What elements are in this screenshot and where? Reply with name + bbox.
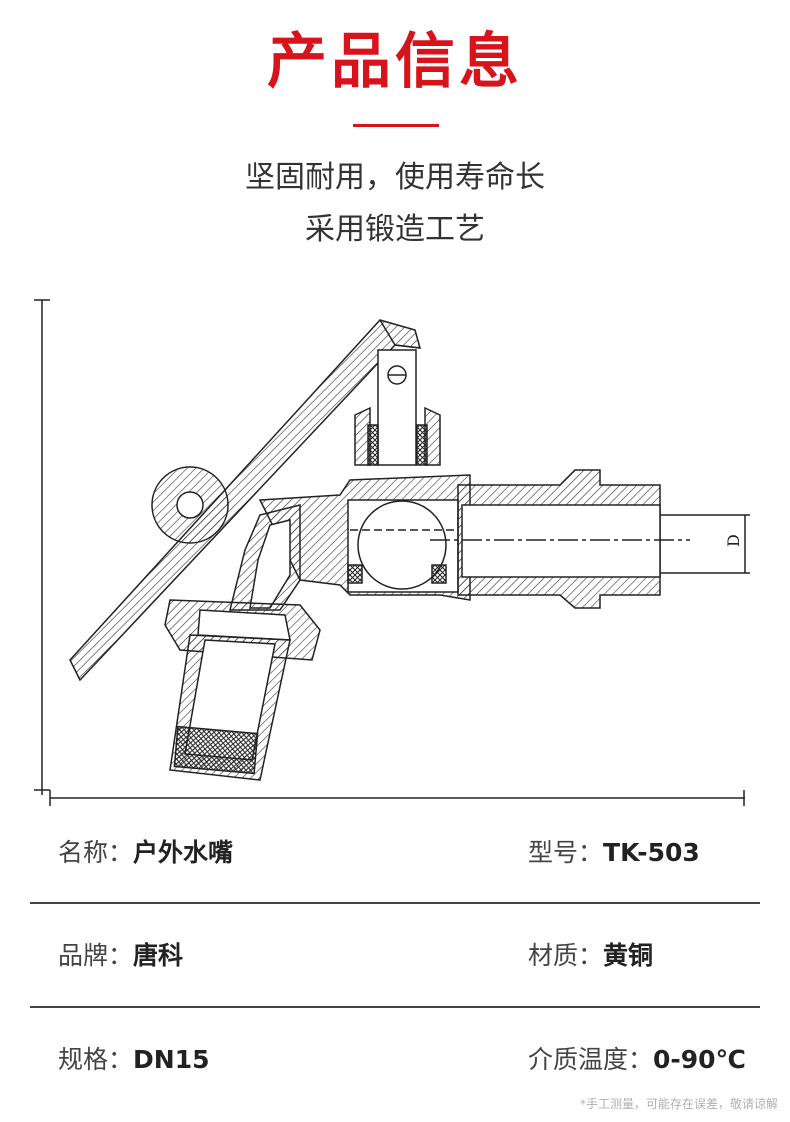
spec-brand: 品牌：唐科 [58,926,183,986]
spec-name-value: 户外水嘴 [133,838,234,867]
spec-temperature-value: 0-90℃ [653,1045,746,1074]
spec-material-label: 材质： [528,941,604,970]
spec-model-value: TK-503 [603,838,700,867]
divider-2 [30,1006,760,1008]
spec-material-value: 黄铜 [603,941,654,970]
spec-brand-value: 唐科 [133,941,184,970]
spec-row-1: 名称：户外水嘴 型号：TK-503 [30,823,760,883]
spec-model: 型号：TK-503 [528,823,700,883]
spec-size-value: DN15 [133,1045,210,1074]
spec-temperature: 介质温度：0-90℃ [528,1030,746,1090]
divider-1 [30,902,760,904]
subtitle-line-1: 坚固耐用，使用寿命长 [245,160,545,195]
spec-temperature-label: 介质温度： [528,1045,654,1074]
spec-material: 材质：黄铜 [528,926,653,986]
spec-brand-label: 品牌： [58,941,134,970]
title-underline [353,124,439,127]
footnote: *手工测量，可能存在误差，敬请谅解 [579,1097,778,1111]
dimension-d-label: D [724,534,743,547]
page-title: 产品信息 [267,27,523,97]
technical-drawing: D [34,299,750,806]
spec-row-3: 规格：DN15 介质温度：0-90℃ [30,1030,760,1090]
spec-name: 名称：户外水嘴 [58,823,233,883]
ball [357,500,447,590]
stem [377,349,417,466]
spec-name-label: 名称： [58,838,134,867]
spec-model-label: 型号： [528,838,604,867]
spec-size-label: 规格： [58,1045,134,1074]
spec-size: 规格：DN15 [58,1030,209,1090]
subtitle-line-2: 采用锻造工艺 [305,212,485,247]
spec-row-2: 品牌：唐科 材质：黄铜 [30,926,760,986]
